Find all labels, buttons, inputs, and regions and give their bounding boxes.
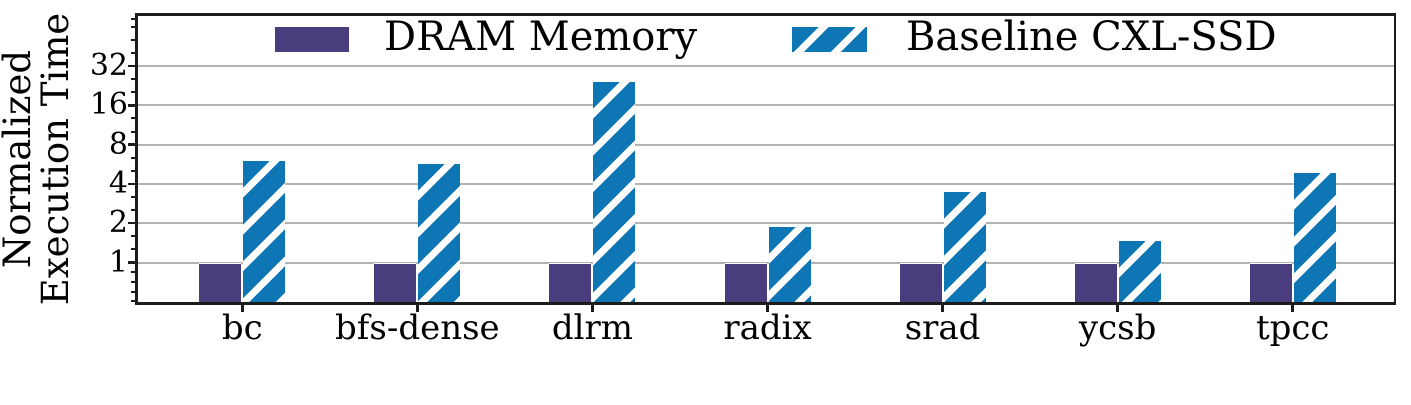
- gridline-8: [135, 143, 1396, 146]
- bar-dram-bfs-dense: [374, 262, 417, 305]
- bar-cxl-ssd-bfs-dense: [418, 162, 461, 305]
- legend-label-dram-memory: DRAM Memory: [384, 14, 698, 60]
- bar-dram-radix: [724, 262, 767, 305]
- bar-dram-ycsb: [1074, 262, 1117, 305]
- x-tick-label-dlrm: dlrm: [551, 308, 634, 348]
- right-spine: [1393, 13, 1396, 305]
- x-tick-label-radix: radix: [723, 308, 812, 348]
- bar-cxl-ssd-srad: [943, 191, 986, 305]
- y-major-tick-1: [127, 261, 135, 264]
- bar-cxl-ssd-bc: [243, 159, 286, 305]
- bar-cxl-ssd-dlrm: [593, 81, 636, 305]
- gridline-32: [135, 65, 1396, 67]
- y-minor-tick: [130, 235, 135, 238]
- y-minor-tick: [130, 130, 135, 133]
- gridline-2: [135, 222, 1396, 225]
- y-axis-title-line1: Normalized: [0, 49, 39, 269]
- y-tick-label-8: 8: [108, 126, 128, 162]
- y-minor-tick: [130, 271, 135, 274]
- x-tick-label-ycsb: ycsb: [1078, 308, 1157, 348]
- y-major-tick-2: [127, 221, 135, 225]
- left-spine: [135, 13, 138, 305]
- x-tick-label-tpcc: tpcc: [1255, 308, 1330, 348]
- y-minor-tick: [130, 209, 135, 212]
- y-tick-label-16: 16: [89, 87, 128, 123]
- y-minor-tick: [130, 281, 135, 284]
- y-tick-label-32: 32: [89, 48, 128, 83]
- x-tick-bfs-dense: [416, 305, 419, 312]
- legend-label-baseline-cxl-ssd: Baseline CXL-SSD: [906, 14, 1277, 60]
- x-tick-tpcc: [1291, 305, 1294, 312]
- y-major-tick-16: [127, 104, 135, 107]
- x-tick-srad: [941, 305, 944, 312]
- gridline-4: [135, 182, 1396, 185]
- y-minor-tick: [130, 169, 135, 172]
- y-minor-tick: [130, 78, 135, 81]
- y-tick-label-4: 4: [108, 165, 128, 201]
- y-major-tick-4: [127, 182, 135, 186]
- bar-dram-tpcc: [1249, 262, 1292, 305]
- x-tick-ycsb: [1116, 305, 1119, 312]
- legend-swatch-dram-memory-icon: [275, 27, 349, 52]
- y-minor-tick: [130, 51, 135, 54]
- y-minor-tick: [130, 38, 135, 41]
- bar-dram-dlrm: [549, 262, 592, 305]
- y-minor-tick: [130, 290, 135, 293]
- y-minor-tick: [130, 156, 135, 159]
- y-tick-label-1: 1: [108, 244, 128, 280]
- y-minor-tick: [130, 299, 135, 302]
- x-tick-label-bfs-dense: bfs-dense: [335, 308, 500, 348]
- x-tick-dlrm: [591, 305, 594, 312]
- x-tick-label-srad: srad: [904, 308, 981, 348]
- x-tick-label-bc: bc: [221, 308, 263, 348]
- y-minor-tick: [130, 248, 135, 251]
- legend-swatch-baseline-cxl-ssd-icon: [792, 27, 867, 52]
- bar-cxl-ssd-tpcc: [1293, 172, 1336, 305]
- y-major-tick-8: [127, 143, 135, 146]
- y-minor-tick: [130, 91, 135, 94]
- bar-dram-bc: [199, 262, 242, 305]
- y-minor-tick: [130, 196, 135, 198]
- y-major-tick-32: [127, 64, 135, 68]
- bar-dram-srad: [899, 262, 942, 305]
- x-tick-radix: [766, 305, 769, 312]
- gridline-16: [135, 104, 1396, 107]
- x-tick-bc: [241, 305, 244, 312]
- bar-cxl-ssd-ycsb: [1118, 239, 1161, 305]
- top-spine: [135, 13, 1396, 16]
- bottom-spine: [135, 302, 1396, 305]
- bar-cxl-ssd-radix: [768, 226, 811, 305]
- y-minor-tick: [130, 117, 135, 120]
- y-tick-label-2: 2: [108, 205, 128, 241]
- y-minor-tick: [130, 25, 135, 28]
- plot-area: [135, 13, 1396, 305]
- y-minor-tick: [130, 17, 135, 20]
